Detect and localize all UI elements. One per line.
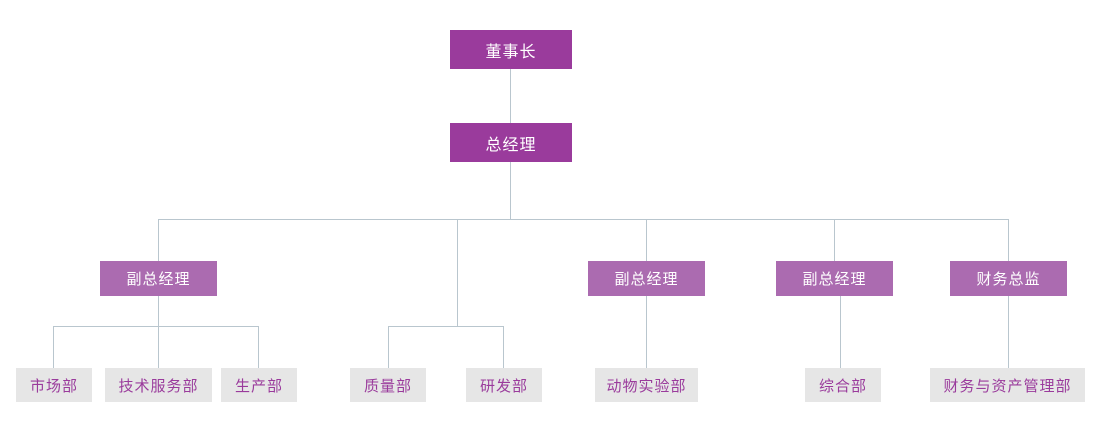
connector-bus-to-qa-rnd-branch (457, 219, 458, 326)
connector-bus-to-dgm3 (834, 219, 835, 261)
node-cfo[interactable]: 财务总监 (950, 261, 1067, 296)
connector-bus-to-dgm1 (158, 219, 159, 261)
node-cfo-label: 财务总监 (976, 270, 1041, 288)
node-marketing-department-label: 市场部 (29, 376, 78, 395)
node-production-department[interactable]: 生产部 (221, 368, 297, 402)
node-chairman-label: 董事长 (485, 41, 537, 61)
node-quality-department[interactable]: 质量部 (350, 368, 426, 402)
connector-qa-rnd-bus (388, 326, 503, 327)
node-marketing-department[interactable]: 市场部 (16, 368, 92, 402)
connector-dgm3-to-general (840, 296, 841, 368)
connector-main-bus (158, 219, 1009, 220)
connector-bus-to-rnd (503, 326, 504, 368)
node-finance-asset-management-department-label: 财务与资产管理部 (943, 376, 1072, 395)
node-deputy-general-manager-1[interactable]: 副总经理 (100, 261, 217, 296)
connector-dgm1-bus (53, 326, 258, 327)
connector-dgm2-to-animallab (646, 296, 647, 368)
node-production-department-label: 生产部 (234, 376, 283, 395)
node-general-manager-label: 总经理 (485, 134, 537, 154)
connector-chairman-to-gm (510, 69, 511, 123)
connector-dgm1-to-techservice (158, 326, 159, 368)
connector-bus-to-dgm2 (646, 219, 647, 261)
node-quality-department-label: 质量部 (363, 376, 412, 395)
connector-cfo-to-finance (1008, 296, 1009, 368)
connector-gm-drop (510, 162, 511, 219)
node-finance-asset-management-department[interactable]: 财务与资产管理部 (930, 368, 1085, 402)
connector-bus-to-quality (388, 326, 389, 368)
node-general-manager[interactable]: 总经理 (450, 123, 572, 162)
node-animal-lab-department[interactable]: 动物实验部 (595, 368, 698, 402)
node-technical-service-department-label: 技术服务部 (118, 376, 199, 395)
node-deputy-general-manager-2-label: 副总经理 (614, 270, 679, 288)
node-chairman[interactable]: 董事长 (450, 30, 572, 69)
node-technical-service-department[interactable]: 技术服务部 (105, 368, 212, 402)
connector-dgm1-to-production (258, 326, 259, 368)
node-animal-lab-department-label: 动物实验部 (606, 376, 687, 395)
connector-dgm1-drop (158, 296, 159, 326)
node-deputy-general-manager-1-label: 副总经理 (126, 270, 191, 288)
node-deputy-general-manager-3-label: 副总经理 (802, 270, 867, 288)
node-deputy-general-manager-2[interactable]: 副总经理 (588, 261, 705, 296)
node-general-affairs-department-label: 综合部 (818, 376, 867, 395)
node-rnd-department-label: 研发部 (479, 376, 528, 395)
node-deputy-general-manager-3[interactable]: 副总经理 (776, 261, 893, 296)
connector-bus-to-cfo (1008, 219, 1009, 261)
node-general-affairs-department[interactable]: 综合部 (805, 368, 881, 402)
connector-dgm1-to-marketing (53, 326, 54, 368)
node-rnd-department[interactable]: 研发部 (466, 368, 542, 402)
